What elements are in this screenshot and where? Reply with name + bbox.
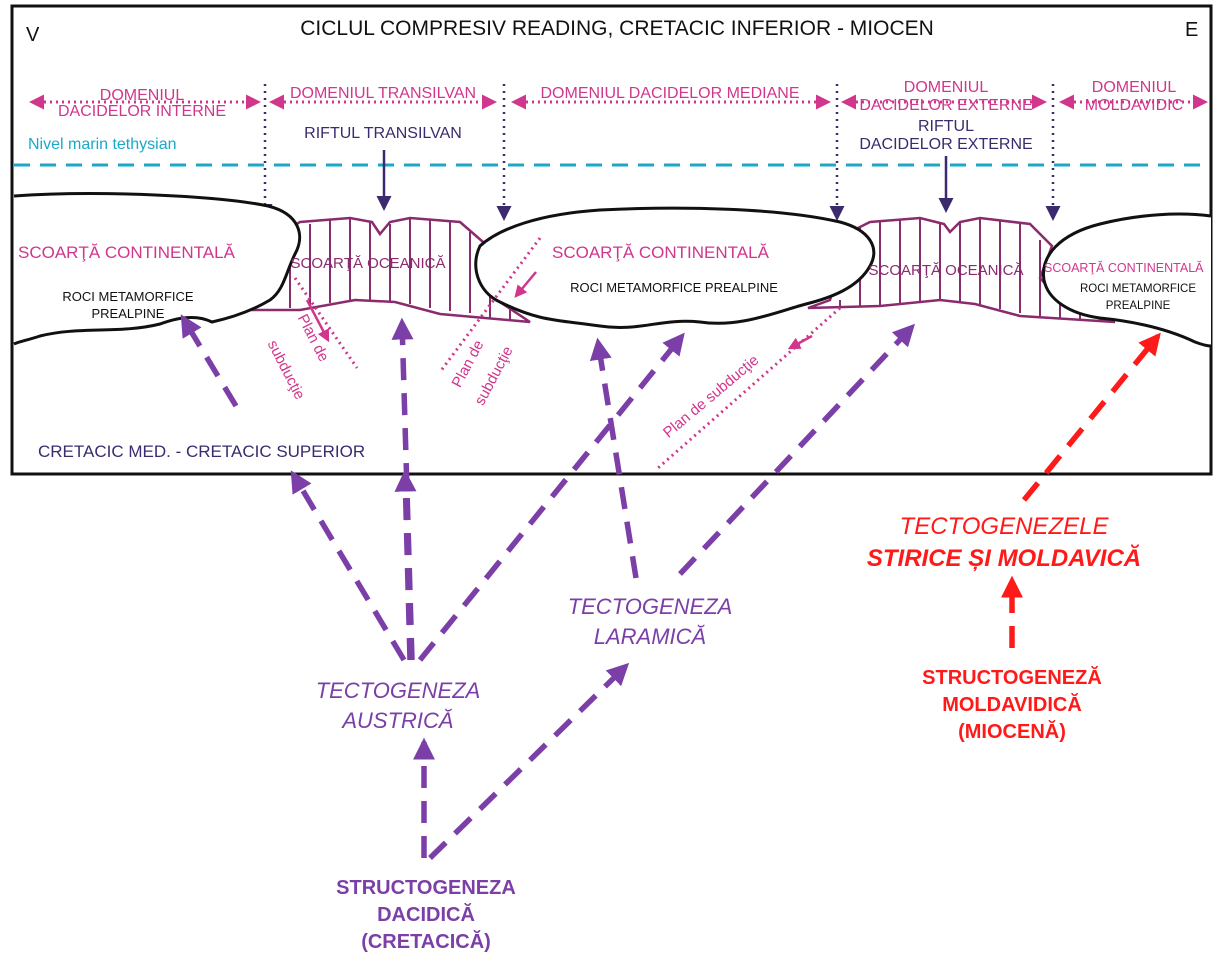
- rocks-label-3-line2: PREALPINE: [1106, 300, 1171, 312]
- east-label: E: [1185, 19, 1198, 41]
- red-arrows: [1012, 336, 1158, 648]
- domain-moldavidic-line1: DOMENIUL: [1092, 79, 1177, 96]
- tectogenezele-stirice-line1: TECTOGENEZELE: [900, 513, 1110, 540]
- oceanic-crust-label-1: SCOARŢĂ OCEANICĂ: [290, 255, 445, 272]
- tectogeneza-laramica-line1: TECTOGENEZA: [568, 594, 733, 619]
- rocks-label-1-line1: ROCI METAMORFICE: [62, 289, 194, 304]
- rocks-label-2: ROCI METAMORFICE PREALPINE: [570, 280, 778, 295]
- subduction-label-1-line2: subducţie: [264, 337, 308, 402]
- continental-crust-label-1: SCOARŢĂ CONTINENTALĂ: [18, 243, 236, 262]
- structogeneza-dacidica-line3: (CRETACICĂ): [361, 930, 491, 953]
- rift-transilvan-label: RIFTUL TRANSILVAN: [304, 125, 462, 142]
- tectogeneza-laramica-line2: LARAMICĂ: [594, 624, 706, 649]
- tectogenezele-stirice-line2: STIRICE ȘI MOLDAVICĂ: [867, 544, 1141, 572]
- subduction-arrow-3: [790, 336, 812, 348]
- structogeneza-moldavidica-line3: (MIOCENĂ): [958, 720, 1066, 743]
- oceanic-crust-label-2: SCOARŢĂ OCEANICĂ: [868, 262, 1023, 279]
- tectogeneza-austrica-line1: TECTOGENEZA: [316, 678, 481, 703]
- structogeneza-moldavidica-line1: STRUCTOGENEZĂ: [922, 666, 1102, 689]
- domain-transilvan: DOMENIUL TRANSILVAN: [290, 85, 476, 102]
- continental-block-central: [476, 208, 874, 327]
- structogeneza-dacidica-line2: DACIDICĂ: [377, 903, 475, 926]
- sea-level-label: Nivel marin tethysian: [28, 136, 177, 153]
- domain-mediane: DOMENIUL DACIDELOR MEDIANE: [541, 85, 800, 102]
- domain-externe-line2: DACIDELOR EXTERNE: [859, 97, 1032, 114]
- continental-crust-label-2: SCOARŢĂ CONTINENTALĂ: [552, 243, 770, 262]
- domain-interne-line1: DOMENIUL: [100, 87, 185, 104]
- west-label: V: [26, 24, 40, 46]
- continental-crust-label-3: SCOARŢĂ CONTINENTALĂ: [1044, 260, 1204, 275]
- diagram-title: CICLUL COMPRESIV READING, CRETACIC INFER…: [300, 17, 934, 40]
- domain-moldavidic-line2: MOLDAVIDIC: [1085, 97, 1183, 114]
- rift-externe-line2: DACIDELOR EXTERNE: [859, 136, 1032, 153]
- rocks-label-3-line1: ROCI METAMORFICE: [1080, 283, 1196, 295]
- rift-externe-line1: RIFTUL: [918, 118, 974, 135]
- structogeneza-moldavidica-line2: MOLDAVIDICĂ: [942, 693, 1082, 716]
- arrow-austrica-west: [183, 318, 236, 406]
- tectogeneza-austrica-line2: AUSTRICĂ: [340, 708, 453, 733]
- domain-interne-line2: DACIDELOR INTERNE: [58, 103, 226, 120]
- subduction-label-3: Plan de subducţie: [660, 352, 762, 442]
- structogeneza-dacidica-line1: STRUCTOGENEZA: [336, 877, 516, 899]
- domain-externe-line1: DOMENIUL: [904, 79, 989, 96]
- rocks-label-1-line2: PREALPINE: [92, 306, 165, 321]
- arrow-laramica-right: [680, 327, 912, 574]
- continental-block-east: [1043, 214, 1211, 346]
- arrow-austrica-left: [293, 474, 404, 660]
- continental-block-west: [14, 194, 300, 344]
- arrow-laramica-left: [598, 342, 636, 578]
- period-label: CRETACIC MED. - CRETACIC SUPERIOR: [38, 442, 365, 461]
